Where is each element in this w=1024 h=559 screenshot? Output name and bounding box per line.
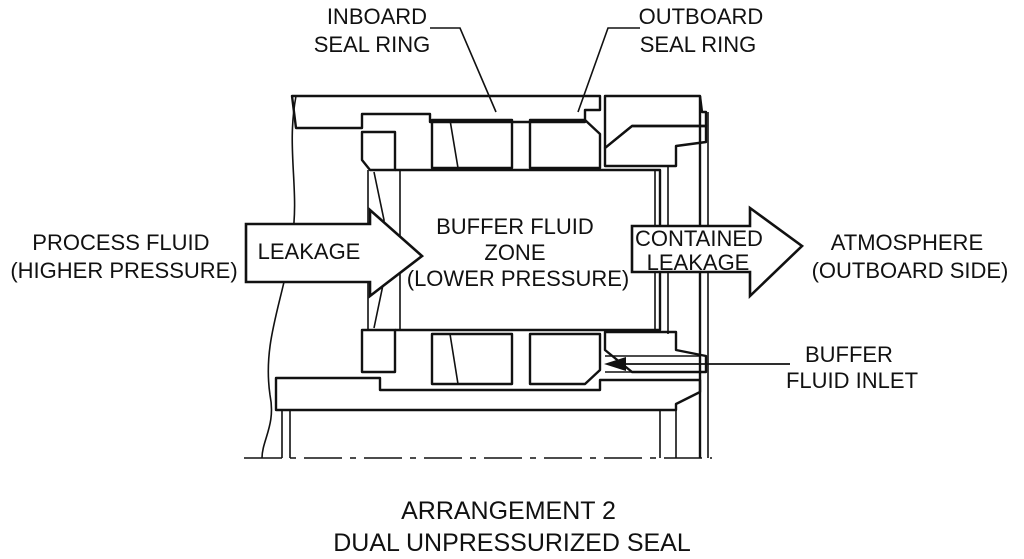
- process-fluid-label: PROCESS FLUID (HIGHER PRESSURE): [10, 230, 237, 283]
- inboard-ring-split-bottom: [449, 333, 459, 385]
- shaft-surface: [281, 410, 677, 458]
- shaft-break-line: [261, 95, 297, 459]
- inboard-seal-ring-top: [430, 118, 514, 170]
- inboard-packing-top: [360, 130, 397, 172]
- inboard-packing-bottom: [360, 328, 397, 374]
- outboard-seal-ring-bottom: [528, 332, 602, 386]
- inboard-ring-split-top: [449, 119, 459, 169]
- outboard-leader: [577, 27, 640, 113]
- outboard-seal-ring-label: OUTBOARD SEAL RING: [639, 4, 770, 57]
- gland-plate-right: [603, 94, 708, 150]
- contained-leakage-label: CONTAINED LEAKAGE: [635, 226, 769, 275]
- buffer-inlet-arrowhead: [604, 357, 626, 371]
- inboard-leader: [430, 27, 497, 113]
- outboard-stationary-top: [603, 124, 708, 168]
- buffer-inlet-channel: [605, 355, 700, 373]
- inboard-seal-ring-bottom: [430, 332, 514, 386]
- atmosphere-label: ATMOSPHERE (OUTBOARD SIDE): [812, 230, 1009, 283]
- outboard-seal-ring-top: [528, 118, 602, 170]
- contained-leakage-arrow: [630, 205, 805, 300]
- diagram-title: ARRANGEMENT 2 DUAL UNPRESSURIZED SEAL: [333, 497, 691, 557]
- shaft-sleeve-bottom: [274, 376, 702, 412]
- inboard-seal-ring-label: INBOARD SEAL RING: [314, 4, 433, 57]
- buffer-fluid-inlet-label: BUFFER FLUID INLET: [786, 342, 918, 393]
- leakage-label: LEAKAGE: [258, 239, 361, 264]
- buffer-fluid-zone-label: BUFFER FLUID ZONE (LOWER PRESSURE): [407, 214, 629, 291]
- gland-housing-top: [290, 94, 602, 130]
- leakage-arrow: [244, 207, 425, 299]
